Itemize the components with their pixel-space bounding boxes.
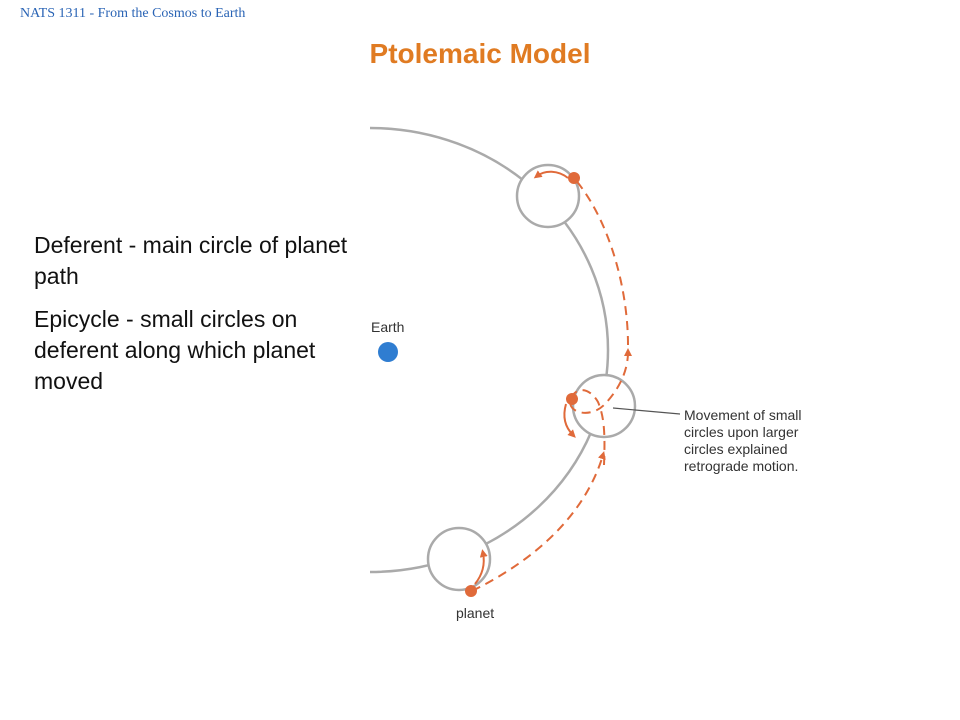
epicycle-top bbox=[515, 163, 581, 229]
epicycle-middle-arrow bbox=[563, 403, 576, 438]
planet-dot-bottom bbox=[465, 585, 477, 597]
bullet-epicycle: Epicycle - small circles on deferent alo… bbox=[34, 306, 316, 394]
bullet-list: Deferent - main circle of planet path Ep… bbox=[34, 230, 354, 409]
epicycle-bottom-arrow bbox=[474, 549, 488, 585]
epicycle-bottom bbox=[426, 526, 492, 592]
planet-dot-middle bbox=[566, 393, 578, 405]
earth-label: Earth bbox=[371, 319, 404, 335]
planet-label: planet bbox=[456, 605, 494, 621]
bullet-deferent: Deferent - main circle of planet path bbox=[34, 232, 348, 289]
annotation-line-2: circles upon larger bbox=[684, 424, 799, 440]
course-header: NATS 1311 - From the Cosmos to Earth bbox=[20, 6, 246, 21]
planet-path-lower bbox=[471, 451, 606, 592]
annotation-line-3: circles explained bbox=[684, 441, 788, 457]
annotation-leader bbox=[612, 407, 681, 415]
ptolemaic-diagram: Earth planet Movement of small circles u… bbox=[369, 126, 801, 621]
planet-path-upper bbox=[573, 177, 629, 346]
annotation-line-4: retrograde motion. bbox=[684, 458, 798, 474]
earth-dot bbox=[378, 342, 398, 362]
planet-dot-top bbox=[568, 172, 580, 184]
slide-title: Ptolemaic Model bbox=[369, 38, 591, 69]
epicycle-top-arrow bbox=[533, 170, 569, 179]
annotation-line-1: Movement of small bbox=[684, 407, 801, 423]
